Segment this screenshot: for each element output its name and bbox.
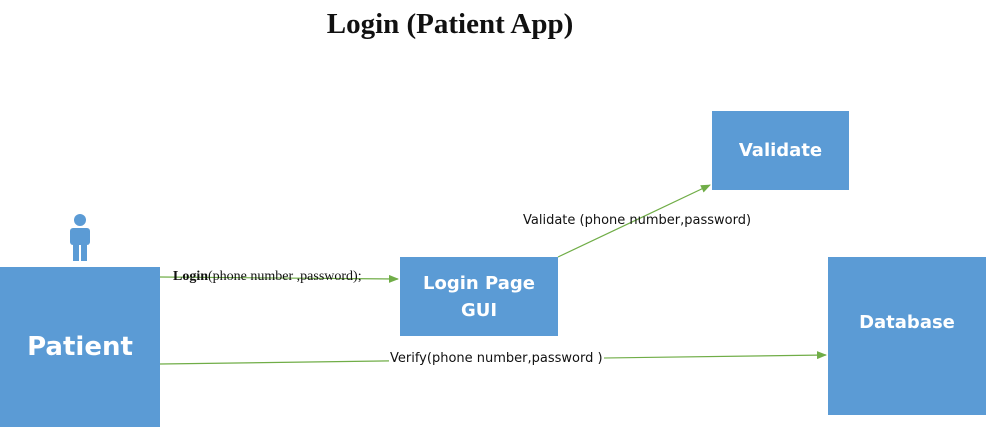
validate-arrow [557, 184, 711, 258]
login-edge-keyword: Login [173, 269, 209, 284]
login-page-node: Login Page GUI [400, 257, 558, 336]
person-icon [70, 214, 90, 261]
validate-node: Validate [712, 111, 849, 190]
diagram-title: Login (Patient App) [326, 8, 574, 40]
database-node: Database [828, 257, 986, 415]
validate-edge-label: Validate (phone number,password) [523, 213, 752, 228]
login-arrow [159, 274, 399, 283]
patient-node: Patient [0, 267, 160, 427]
login-edge-label: Login(phone number ,password); [173, 269, 362, 285]
verify-edge-label: Verify(phone number,password ) [389, 351, 604, 366]
login-edge-args: (phone number ,password); [208, 269, 362, 284]
